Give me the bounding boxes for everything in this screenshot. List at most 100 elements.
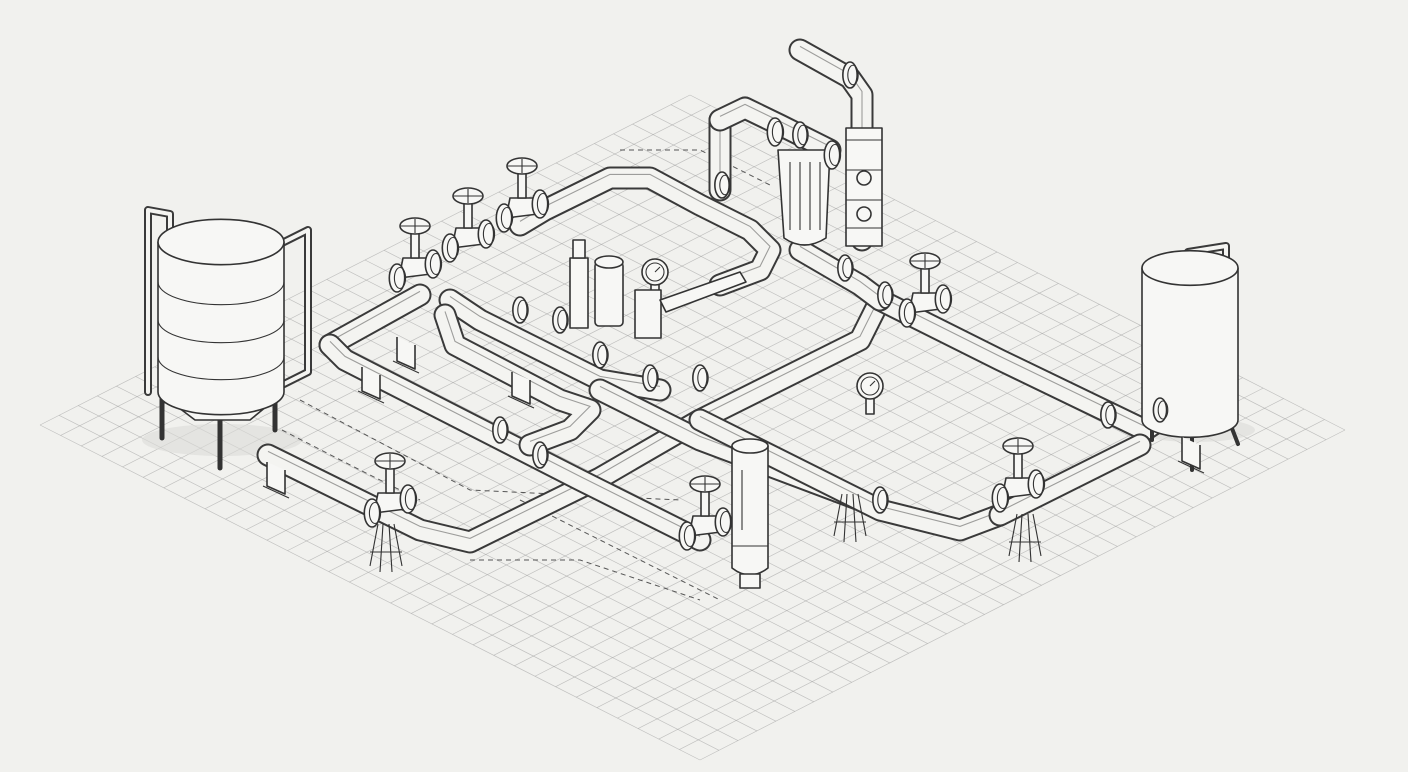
flange-ring <box>898 298 916 328</box>
cartridge-housing <box>731 445 769 576</box>
tank-band <box>157 356 285 381</box>
pipe-body <box>440 290 670 400</box>
pipe-flange <box>934 284 953 314</box>
pipe-flange <box>692 364 709 392</box>
pipe-body <box>790 240 890 310</box>
flange-face <box>1157 400 1169 420</box>
pipe-support <box>392 337 420 374</box>
flange-ring <box>512 296 528 324</box>
pipe-flange <box>1027 469 1046 499</box>
flange-face <box>517 299 529 321</box>
grid-line <box>556 162 1213 499</box>
strainer-flange <box>766 117 785 147</box>
flange-ring <box>492 416 508 444</box>
handwheel-valve-lower-left <box>373 452 407 514</box>
dashed-line <box>470 559 701 601</box>
flange-face <box>647 367 659 389</box>
pipe-body <box>320 335 710 550</box>
pipe-flange <box>512 296 529 324</box>
stand-leg <box>1032 513 1042 557</box>
top-right-pipe <box>788 238 892 312</box>
flange-face <box>536 192 550 216</box>
flange-ring <box>934 284 952 314</box>
strainer-filter <box>777 149 831 246</box>
handwheel-valve-bottom <box>688 475 722 537</box>
grid-line <box>78 405 739 741</box>
sight-glass-float <box>856 206 872 222</box>
sight-glass-body <box>845 127 883 247</box>
pipe-flange <box>388 263 407 293</box>
pipe-flange <box>531 189 550 219</box>
flange-ring <box>532 441 548 469</box>
flange-ring <box>363 498 381 528</box>
flange-face <box>1105 404 1117 426</box>
stand-leg <box>1027 513 1032 563</box>
handwheel-valve-left <box>398 217 432 279</box>
flange-ring <box>714 507 732 537</box>
flange-face <box>368 501 382 525</box>
pipe-flange <box>678 521 697 551</box>
handwheel-valve-lower-right <box>1001 437 1035 499</box>
flange-face <box>1032 472 1046 496</box>
stand-leg <box>1018 513 1023 563</box>
pipe-body <box>990 435 1150 525</box>
pipe-flange <box>837 254 854 282</box>
support-bracket <box>396 337 416 370</box>
flange-ring <box>877 281 893 309</box>
flange-ring <box>714 171 730 199</box>
pipe-flange <box>424 249 443 279</box>
pipe-support <box>262 462 290 499</box>
storage-tank-body <box>157 218 285 416</box>
pipe-body <box>320 285 430 355</box>
flange-face <box>497 419 509 441</box>
pipe-centerline <box>449 295 661 387</box>
cartridge-top <box>731 438 769 454</box>
tank-shell <box>157 241 285 416</box>
relief-valve-body <box>594 261 624 327</box>
pipe-flange <box>492 416 509 444</box>
top-loop-pipe <box>508 166 782 297</box>
pipe-flange <box>477 219 496 249</box>
stand-leg <box>393 523 403 567</box>
pressure-gauge-right <box>856 372 884 415</box>
stand-leg <box>369 523 379 567</box>
dashed-line <box>519 499 721 601</box>
regulator-body <box>634 289 662 339</box>
stand-leg <box>852 493 857 543</box>
flange-ring <box>531 189 549 219</box>
flange-ring <box>477 219 495 249</box>
pipe-centerline <box>699 415 1001 527</box>
flange-face <box>393 266 407 290</box>
equipment-components <box>144 61 1240 589</box>
pressure-relief-valves <box>569 239 747 339</box>
support-base <box>392 360 420 374</box>
pipe-body <box>510 168 780 295</box>
support-bracket <box>1181 437 1201 470</box>
relief-valve-body <box>569 257 589 329</box>
tank-top <box>157 218 285 266</box>
flange-ring <box>388 263 406 293</box>
pipe-body <box>690 410 1010 540</box>
valve-stand-left <box>369 523 403 573</box>
pipe-centerline <box>799 245 881 297</box>
tank-overflow-pipe-fill <box>270 228 310 386</box>
stand-leg <box>388 523 393 573</box>
stand-leg <box>1008 513 1018 557</box>
right-lower-pipe <box>688 408 1012 542</box>
pipe-flange <box>792 121 809 149</box>
upper-middle-pipe <box>438 288 672 402</box>
flange-face <box>482 222 496 246</box>
pipe-centerline <box>519 173 771 282</box>
valve-stand-gauge <box>833 493 867 543</box>
gauge-needle <box>654 266 661 273</box>
handwheel-valve-top <box>505 157 539 219</box>
pipe-flange <box>363 498 382 528</box>
gauge-face <box>645 262 665 282</box>
flange-ring <box>399 484 417 514</box>
flange-face <box>557 309 569 331</box>
support-base <box>262 485 290 499</box>
flange-ring <box>842 61 858 89</box>
pipe-flange <box>991 483 1010 513</box>
pipe-support <box>507 372 535 409</box>
tank-vent-pipe-fill <box>146 208 172 394</box>
